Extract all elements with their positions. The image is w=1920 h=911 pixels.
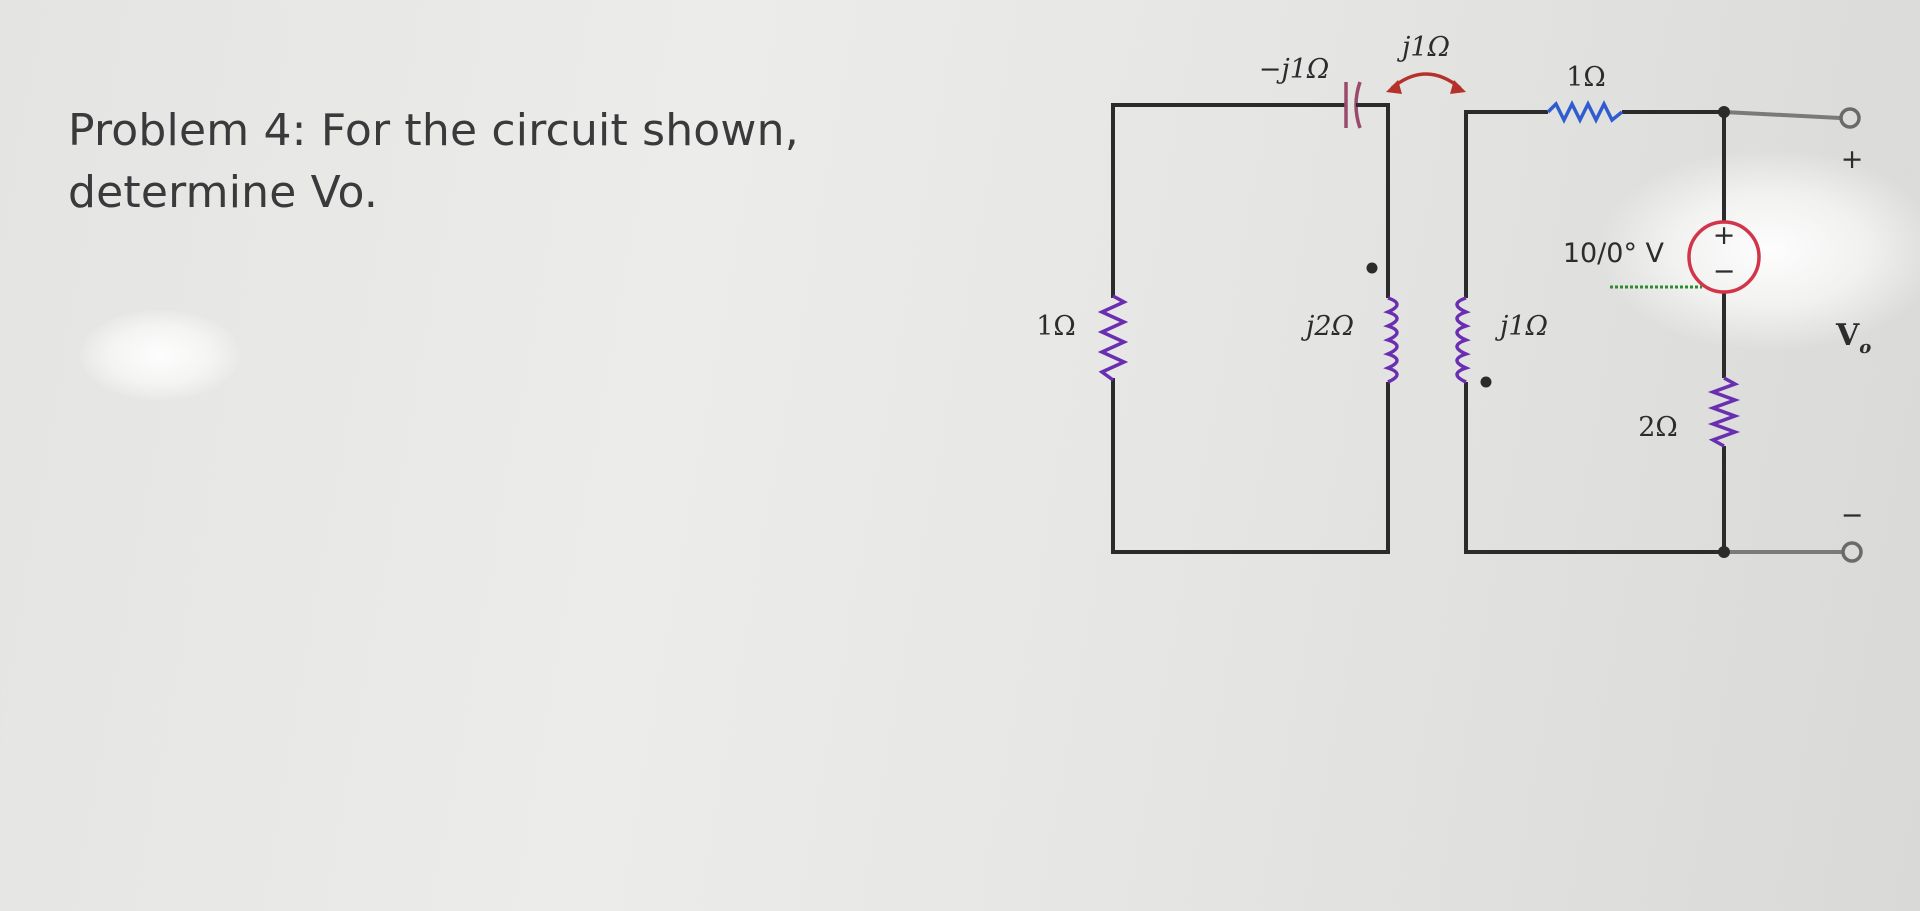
output-voltage-symbol: V	[1835, 318, 1860, 353]
output-terminal-wires	[1723, 110, 1842, 554]
output-terminal-bottom	[1841, 541, 1863, 563]
secondary-inductor-label: j1Ω	[1495, 311, 1548, 342]
primary-inductor-symbol	[1383, 296, 1399, 384]
primary-inductor-label: j2Ω	[1301, 311, 1354, 342]
left-resistor-label: 1Ω	[1036, 311, 1076, 342]
left-resistor-symbol	[1097, 294, 1129, 382]
mutual-coupling-arrow	[1386, 72, 1466, 94]
problem-line-2: determine Vo.	[68, 167, 379, 218]
source-minus-sign: −	[1713, 256, 1736, 287]
capacitor-label: −j1Ω	[1259, 54, 1330, 85]
output-voltage-label: Vo	[1835, 318, 1871, 358]
secondary-inductor-symbol	[1455, 296, 1471, 384]
mutual-inductance-label: j1Ω	[1397, 32, 1450, 63]
output-terminals	[1839, 107, 1863, 563]
secondary-loop-wires	[1464, 110, 1726, 554]
voltage-source-symbol	[1610, 220, 1761, 294]
secondary-polarity-dot	[1480, 376, 1492, 388]
output-voltage-subscript: o	[1859, 337, 1871, 358]
output-minus-label: −	[1841, 500, 1864, 531]
junction-nodes	[1718, 106, 1730, 558]
source-plus-sign: +	[1713, 220, 1736, 251]
load-resistor-label: 2Ω	[1638, 412, 1678, 443]
problem-line-1: Problem 4: For the circuit shown,	[68, 105, 799, 156]
series-resistor-label: 1Ω	[1566, 62, 1606, 93]
primary-polarity-dot	[1366, 262, 1378, 274]
output-terminal-top	[1839, 107, 1861, 129]
output-plus-label: +	[1841, 144, 1864, 175]
series-resistor-symbol	[1546, 100, 1624, 124]
source-value-label: 10/0° V	[1563, 238, 1665, 269]
problem-statement: Problem 4: For the circuit shown, determ…	[68, 100, 828, 224]
load-resistor-symbol	[1707, 376, 1741, 448]
polarity-dots	[1366, 262, 1492, 388]
capacitor-symbol	[1338, 81, 1388, 129]
